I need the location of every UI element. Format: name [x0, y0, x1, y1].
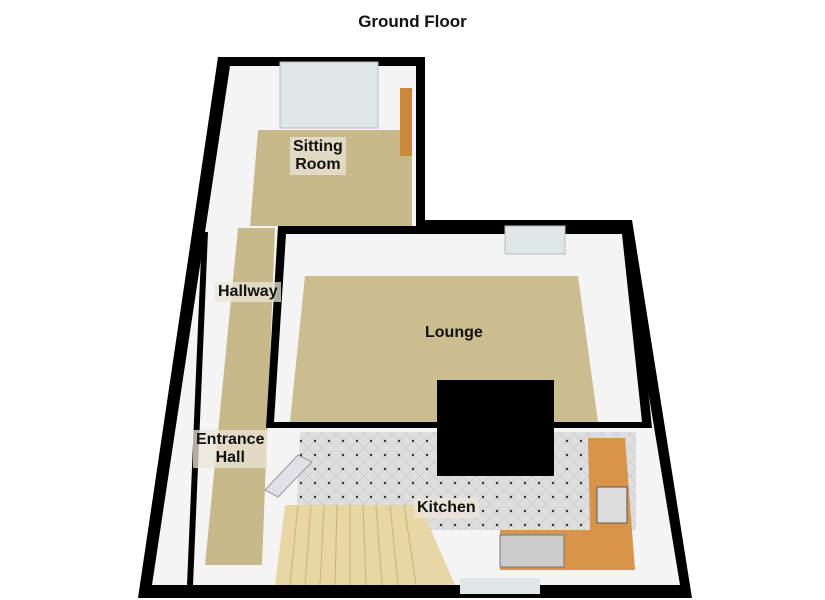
- floor-title: Ground Floor: [358, 12, 467, 31]
- hob-icon: [596, 486, 628, 524]
- sink-icon: [499, 534, 565, 568]
- label-entrance-hall: Entrance Hall: [193, 430, 268, 468]
- lounge-window: [504, 225, 566, 255]
- chimney-breast: [437, 380, 554, 476]
- hall-floor: [205, 228, 275, 565]
- label-kitchen: Kitchen: [414, 498, 479, 518]
- label-line: Entrance: [196, 431, 265, 448]
- label-line: Sitting: [293, 138, 343, 155]
- stair-treads: [289, 504, 417, 586]
- label-hallway: Hallway: [215, 282, 281, 302]
- radiator: [264, 454, 313, 498]
- label-line: Room: [295, 156, 341, 173]
- label-line: Hall: [215, 449, 245, 466]
- kitchen-window: [460, 578, 540, 594]
- sitting-room-door: [400, 88, 412, 156]
- hall-wall: [187, 231, 208, 586]
- label-lounge: Lounge: [425, 324, 483, 341]
- label-sitting-room: Sitting Room: [290, 137, 346, 175]
- sitting-room-window: [279, 61, 379, 129]
